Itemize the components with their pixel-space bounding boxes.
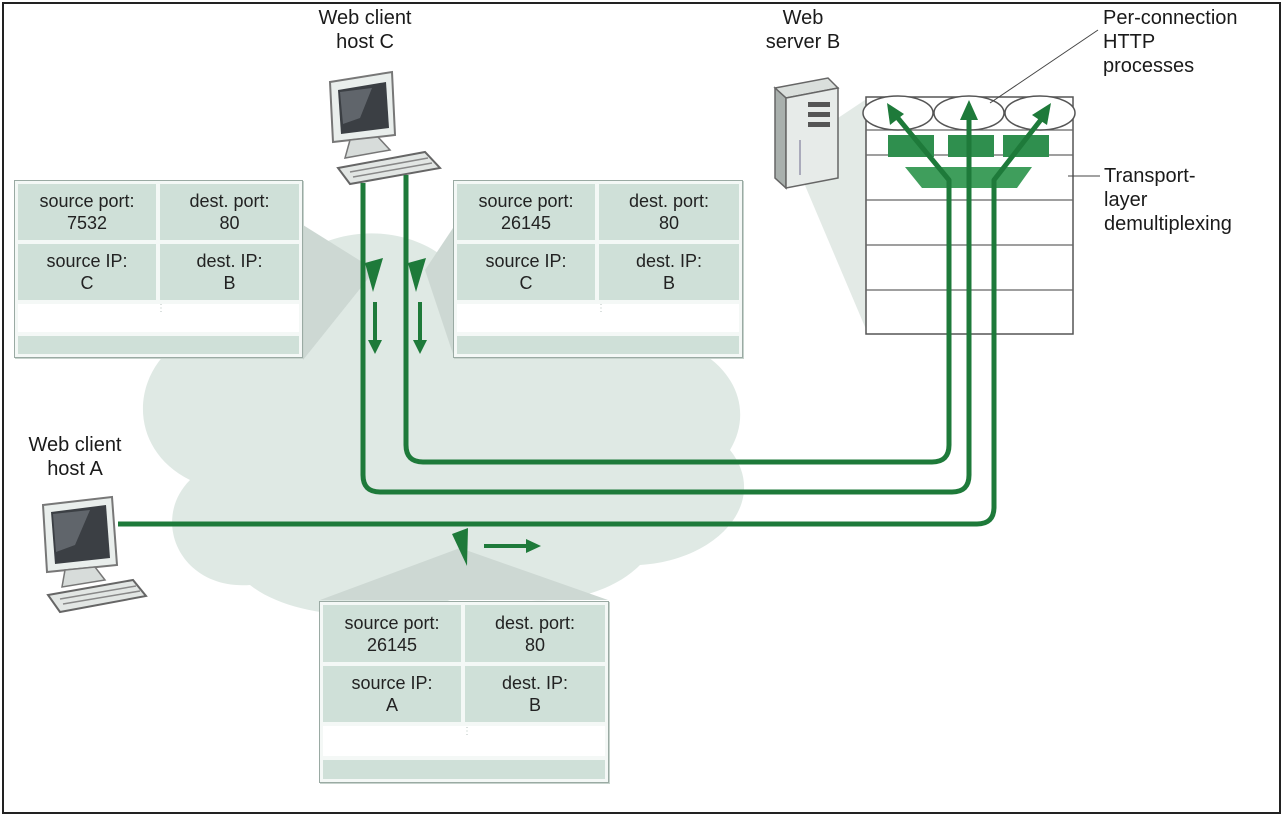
source-port-cell: source port: 7532 <box>18 184 156 240</box>
dest-port-value: 80 <box>525 634 545 656</box>
source-ip-cell: source IP: A <box>323 666 461 722</box>
segment-footer <box>18 336 299 354</box>
dest-ip-label: dest. IP: <box>196 250 262 272</box>
label-processes-line2: HTTP <box>1103 31 1155 53</box>
dest-port-label: dest. port: <box>629 190 709 212</box>
label-client-a-line1: Web client <box>28 434 121 456</box>
computer-icon-host-c <box>330 72 440 184</box>
dest-ip-cell: dest. IP: B <box>465 666 605 722</box>
label-demux-line2: layer <box>1104 189 1147 211</box>
dest-port-label: dest. port: <box>495 612 575 634</box>
source-port-label: source port: <box>344 612 439 634</box>
source-ip-value: C <box>520 272 533 294</box>
segment-header-c-7532: source port: 7532 dest. port: 80 source … <box>14 180 303 358</box>
source-ip-cell: source IP: C <box>18 244 156 300</box>
dest-port-cell: dest. port: 80 <box>465 605 605 662</box>
label-per-connection-processes: Per-connection HTTP processes <box>1103 6 1281 78</box>
dest-ip-value: B <box>223 272 235 294</box>
source-port-label: source port: <box>478 190 573 212</box>
label-client-c: Web client host C <box>295 6 435 54</box>
label-client-a-line2: host A <box>47 458 103 480</box>
label-demux-line3: demultiplexing <box>1104 213 1232 235</box>
ellipsis-dots: ⋮ <box>462 728 468 735</box>
leader-line-processes <box>990 30 1098 103</box>
dest-port-value: 80 <box>659 212 679 234</box>
dest-ip-cell: dest. IP: B <box>599 244 739 300</box>
source-port-value: 26145 <box>367 634 417 656</box>
source-port-label: source port: <box>39 190 134 212</box>
segment-header-a-26145: source port: 26145 dest. port: 80 source… <box>319 601 609 783</box>
dest-ip-cell: dest. IP: B <box>160 244 299 300</box>
ellipsis-dots: ⋮ <box>596 305 602 312</box>
segment-footer <box>323 760 605 779</box>
dest-ip-value: B <box>663 272 675 294</box>
dest-port-label: dest. port: <box>189 190 269 212</box>
dest-port-value: 80 <box>219 212 239 234</box>
label-processes-line1: Per-connection <box>1103 7 1238 29</box>
segment-header-c-26145: source port: 26145 dest. port: 80 source… <box>453 180 743 358</box>
dest-port-cell: dest. port: 80 <box>160 184 299 240</box>
source-ip-label: source IP: <box>351 672 432 694</box>
source-ip-label: source IP: <box>485 250 566 272</box>
label-client-a: Web client host A <box>10 433 140 481</box>
source-port-value: 7532 <box>67 212 107 234</box>
server-protocol-stack <box>863 30 1100 334</box>
label-server-b-line1: Web <box>783 7 824 29</box>
dest-port-cell: dest. port: 80 <box>599 184 739 240</box>
server-icon <box>775 78 838 188</box>
segment-footer <box>457 336 739 354</box>
label-client-c-line1: Web client <box>318 7 411 29</box>
source-ip-cell: source IP: C <box>457 244 595 300</box>
label-server-b-line2: server B <box>766 31 840 53</box>
label-server-b: Web server B <box>748 6 858 54</box>
dest-ip-value: B <box>529 694 541 716</box>
label-client-c-line2: host C <box>336 31 394 53</box>
label-transport-demux: Transport- layer demultiplexing <box>1104 164 1282 236</box>
source-port-value: 26145 <box>501 212 551 234</box>
dest-ip-label: dest. IP: <box>502 672 568 694</box>
source-port-cell: source port: 26145 <box>457 184 595 240</box>
label-processes-line3: processes <box>1103 55 1194 77</box>
label-demux-line1: Transport- <box>1104 165 1196 187</box>
source-ip-label: source IP: <box>46 250 127 272</box>
computer-icon-host-a <box>43 497 146 612</box>
ellipsis-dots: ⋮ <box>156 305 162 312</box>
dest-ip-label: dest. IP: <box>636 250 702 272</box>
source-ip-value: A <box>386 694 398 716</box>
source-ip-value: C <box>81 272 94 294</box>
source-port-cell: source port: 26145 <box>323 605 461 662</box>
